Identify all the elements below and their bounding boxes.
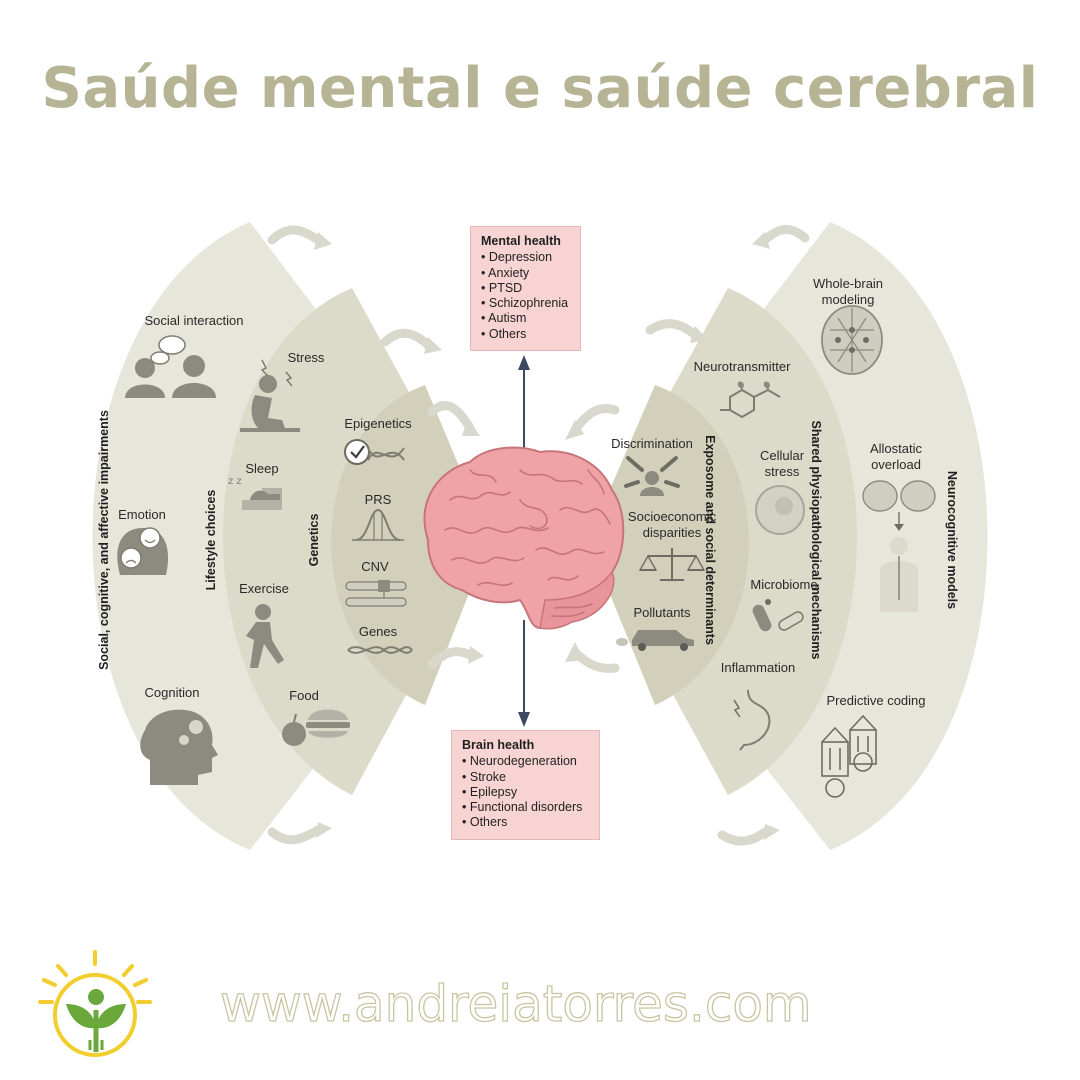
sleep-label: Sleep xyxy=(245,461,278,476)
connector-arrowheads xyxy=(314,232,780,840)
left-outer-axis-label: Social, cognitive, and affective impairm… xyxy=(97,410,111,670)
cellular-stress-label-line1: Cellular xyxy=(760,448,805,463)
apple-burger-icon xyxy=(282,709,350,746)
allostatic-label-line1: Allostatic xyxy=(870,441,923,456)
whole-brain-label-line1: Whole-brain xyxy=(813,276,883,291)
brain-icon xyxy=(423,446,625,630)
brain-network-icon xyxy=(821,305,883,375)
predictive-coding-label: Predictive coding xyxy=(827,693,926,708)
social-interaction-label: Social interaction xyxy=(145,313,244,328)
stomach-icon xyxy=(733,689,771,751)
left-inner-band xyxy=(331,385,490,705)
microbiome-label: Microbiome xyxy=(750,577,817,592)
right-middle-axis-label: Shared physiopathological mechanisms xyxy=(809,421,823,660)
socioeconomic-label-line1: Socioeconomic xyxy=(628,509,717,524)
dna-check-icon xyxy=(344,439,405,465)
car-exhaust-icon xyxy=(616,630,694,651)
stress-label: Stress xyxy=(288,350,325,365)
brain-health-item: Stroke xyxy=(462,770,589,785)
right-outer-axis-label: Neurocognitive models xyxy=(945,471,959,609)
neurotransmitter-label: Neurotransmitter xyxy=(694,359,791,374)
pointing-crowd-icon xyxy=(624,456,680,496)
logo-icon xyxy=(38,950,152,1057)
molecule-icon xyxy=(720,381,781,419)
left-inner-axis-label: Genetics xyxy=(307,514,321,567)
brain-health-box: Brain health Neurodegeneration Stroke Ep… xyxy=(451,730,600,840)
bacteria-icon xyxy=(752,599,804,632)
vertical-arrows xyxy=(518,355,530,727)
mental-health-heading: Mental health xyxy=(481,234,561,248)
epigenetics-label: Epigenetics xyxy=(344,416,412,431)
mental-health-item: Anxiety xyxy=(481,266,570,281)
predictive-diagram-icon xyxy=(821,714,877,798)
socioeconomic-label-line2: disparities xyxy=(643,525,702,540)
stressed-person-icon xyxy=(240,359,300,432)
svg-text:z z: z z xyxy=(228,476,242,487)
chromosome-icon xyxy=(345,580,407,607)
exercise-label: Exercise xyxy=(239,581,289,596)
page-title: Saúde mental e saúde cerebral xyxy=(41,56,1039,121)
left-middle-axis-label: Lifestyle choices xyxy=(204,490,218,591)
cnv-label: CNV xyxy=(361,559,389,574)
website-url[interactable]: www.andreiatorres.com xyxy=(219,974,812,1033)
right-inner-axis-label: Exposome and social determinants xyxy=(703,435,717,645)
cellular-stress-label-line2: stress xyxy=(765,464,800,479)
food-label: Food xyxy=(289,688,319,703)
mental-health-item: Depression xyxy=(481,250,570,265)
prs-label: PRS xyxy=(365,492,392,507)
dna-helix-icon xyxy=(347,646,413,654)
runner-icon xyxy=(246,604,284,668)
brain-body-icon xyxy=(862,480,936,612)
left-lobe xyxy=(92,222,490,850)
balance-scale-icon xyxy=(638,548,706,581)
cell-icon xyxy=(755,485,805,535)
mental-health-item: Others xyxy=(481,327,570,342)
mental-health-item: Schizophrenia xyxy=(481,296,570,311)
discrimination-label: Discrimination xyxy=(611,436,693,451)
head-gears-icon xyxy=(140,709,218,785)
mental-health-box: Mental health Depression Anxiety PTSD Sc… xyxy=(470,226,581,352)
right-lobe xyxy=(588,222,988,850)
brain-health-item: Neurodegeneration xyxy=(462,754,589,769)
inflammation-label: Inflammation xyxy=(721,660,795,675)
brain-health-item: Epilepsy xyxy=(462,785,589,800)
mental-health-item: PTSD xyxy=(481,281,570,296)
genes-label: Genes xyxy=(359,624,398,639)
right-inner-band xyxy=(588,385,749,705)
pollutants-label: Pollutants xyxy=(633,605,691,620)
brain-health-heading: Brain health xyxy=(462,738,535,752)
sleep-bed-icon: z z xyxy=(228,476,282,510)
brain-health-item: Others xyxy=(462,815,589,830)
brain-health-item: Functional disorders xyxy=(462,800,589,815)
whole-brain-label-line2: modeling xyxy=(822,292,875,307)
brain-health-list: Neurodegeneration Stroke Epilepsy Functi… xyxy=(462,754,589,830)
distribution-curve-icon xyxy=(352,508,404,541)
two-people-talking-icon xyxy=(125,335,216,398)
allostatic-label-line2: overload xyxy=(871,457,921,472)
emotion-label: Emotion xyxy=(118,507,166,522)
cognition-label: Cognition xyxy=(145,685,200,700)
emotion-faces-icon xyxy=(117,527,169,575)
mental-health-item: Autism xyxy=(481,311,570,326)
mental-health-list: Depression Anxiety PTSD Schizophrenia Au… xyxy=(481,250,570,342)
